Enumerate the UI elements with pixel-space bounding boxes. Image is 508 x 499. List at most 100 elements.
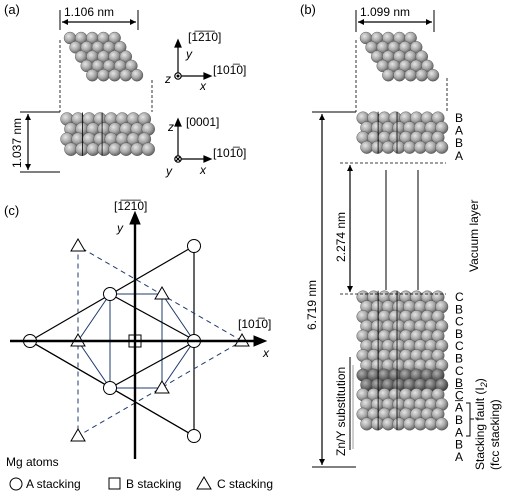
panel-a-height-label: 1.037 nm [10,118,24,168]
panel-a-bottom-z-dir: [0001] [186,115,219,129]
c-site-icon [70,238,86,252]
fault-label-sub: 2 [479,382,489,388]
stacking-letter: A [455,450,463,464]
panel-a-top-x-axis: x [199,79,207,93]
panel-b-total-dimension [312,111,356,468]
stacking-letter: B [455,111,463,125]
a-site-icon [187,429,201,443]
panel-b-substitution-label: Zn/Y substitution [334,367,348,456]
stacking-letter: A [455,124,463,138]
atom [435,140,449,154]
atom [119,50,133,63]
panel-a-bottom-x-axis: x [199,163,207,177]
a-site-icon [103,381,117,395]
panel-a-bottom-x-dir: [101̅0] [213,146,246,160]
atom [393,68,406,82]
panel-b-fault-bracket [466,402,474,437]
legend-b-label: B stacking [126,477,181,491]
panel-c-y-axis: y [116,221,124,235]
c-site-icon [154,380,170,394]
atom [119,68,133,82]
panel-b-lower-slab [356,290,449,431]
legend-b-square-icon [108,477,121,490]
stacking-letter: B [455,327,463,341]
panel-c-label: (c) [4,203,19,218]
panel-a-bottom-y-axis: y [165,164,173,178]
atom [435,417,449,431]
panel-a-top-slab [63,31,144,82]
fault-label-tail: ) [473,378,487,382]
stacking-letter: C [455,388,464,402]
stacking-letter: C [455,339,464,353]
panel-a-top-axes [174,38,213,80]
atom [97,68,110,82]
panel-a-top-x-dir: [101̅0] [213,63,246,77]
stacking-letter: A [455,425,463,439]
stacking-letter: B [455,352,463,366]
atom [108,31,121,45]
atom [125,59,138,73]
atom [404,31,417,45]
atom [410,41,423,54]
panel-b-total-label: 6.719 nm [305,280,319,330]
c-site-icon [154,286,170,300]
stacking-letter: B [455,376,463,390]
panel-b-fcc-label: (fcc stacking) [488,399,502,470]
panel-b-width-label: 1.099 nm [360,5,410,19]
stacking-letter: B [455,438,463,452]
stacking-letter: C [455,315,464,329]
stacking-letter: C [455,364,464,378]
stacking-letter: C [455,290,464,304]
lattice-line [109,293,197,389]
atom [108,68,121,82]
panel-b-vacuum-label: Vacuum layer [467,200,481,272]
panel-a-guides [59,40,153,112]
panel-c-x-dir: [101̅0] [238,317,271,331]
c-site-icon [70,428,86,442]
panel-a-top-y-dir: [1̅2̅1̅0] [188,30,221,44]
panel-a-top-z-axis: z [164,72,171,86]
panel-b-width-dimension [355,10,435,32]
panel-b-guides [355,40,448,112]
legend-a-circle-icon [9,477,23,491]
panel-c-axes [10,210,268,459]
panel-c-y-dir: [1̅2̅1̅0] [114,199,147,213]
panel-a-label: (a) [4,2,20,17]
panel-a-width-dimension [59,10,139,30]
panel-a-width-label: 1.106 nm [64,5,114,19]
panel-c-x-axis: x [262,346,270,360]
panel-b-substitution-bracket [349,357,354,450]
legend-c-label: C stacking [217,477,273,491]
atom [421,59,434,73]
atom [415,50,428,63]
atom [141,142,155,156]
panel-a-bottom-axes [174,117,213,163]
stacking-letter: A [455,401,463,415]
legend-title: Mg atoms [6,455,59,469]
atom [130,68,144,82]
panel-a-side-slab [60,112,155,156]
atom [404,68,417,82]
atom [426,68,440,82]
panel-b-vacuum-dim-label: 2.274 nm [334,212,348,262]
panel-a-bottom-z-axis: z [167,120,174,134]
panel-b-vacuum [385,170,419,290]
panel-b-vacuum-dimension [340,162,446,295]
stacking-letter: B [455,302,463,316]
atom [114,41,127,54]
legend-c-triangle-icon [196,476,212,490]
panel-a-height-dimension [20,111,60,173]
a-site-icon [103,287,117,301]
atom [415,68,428,82]
panel-b-label: (b) [300,2,316,17]
panel-b-top-slab [359,31,440,82]
a-site-icon [187,239,201,253]
atom [86,68,99,82]
legend-a-label: A stacking [26,477,81,491]
fault-label-text: Stacking fault (I [473,387,487,470]
stacking-letter: B [455,413,463,427]
panel-b-upper-slab [356,111,449,154]
stacking-letter: A [455,149,463,163]
